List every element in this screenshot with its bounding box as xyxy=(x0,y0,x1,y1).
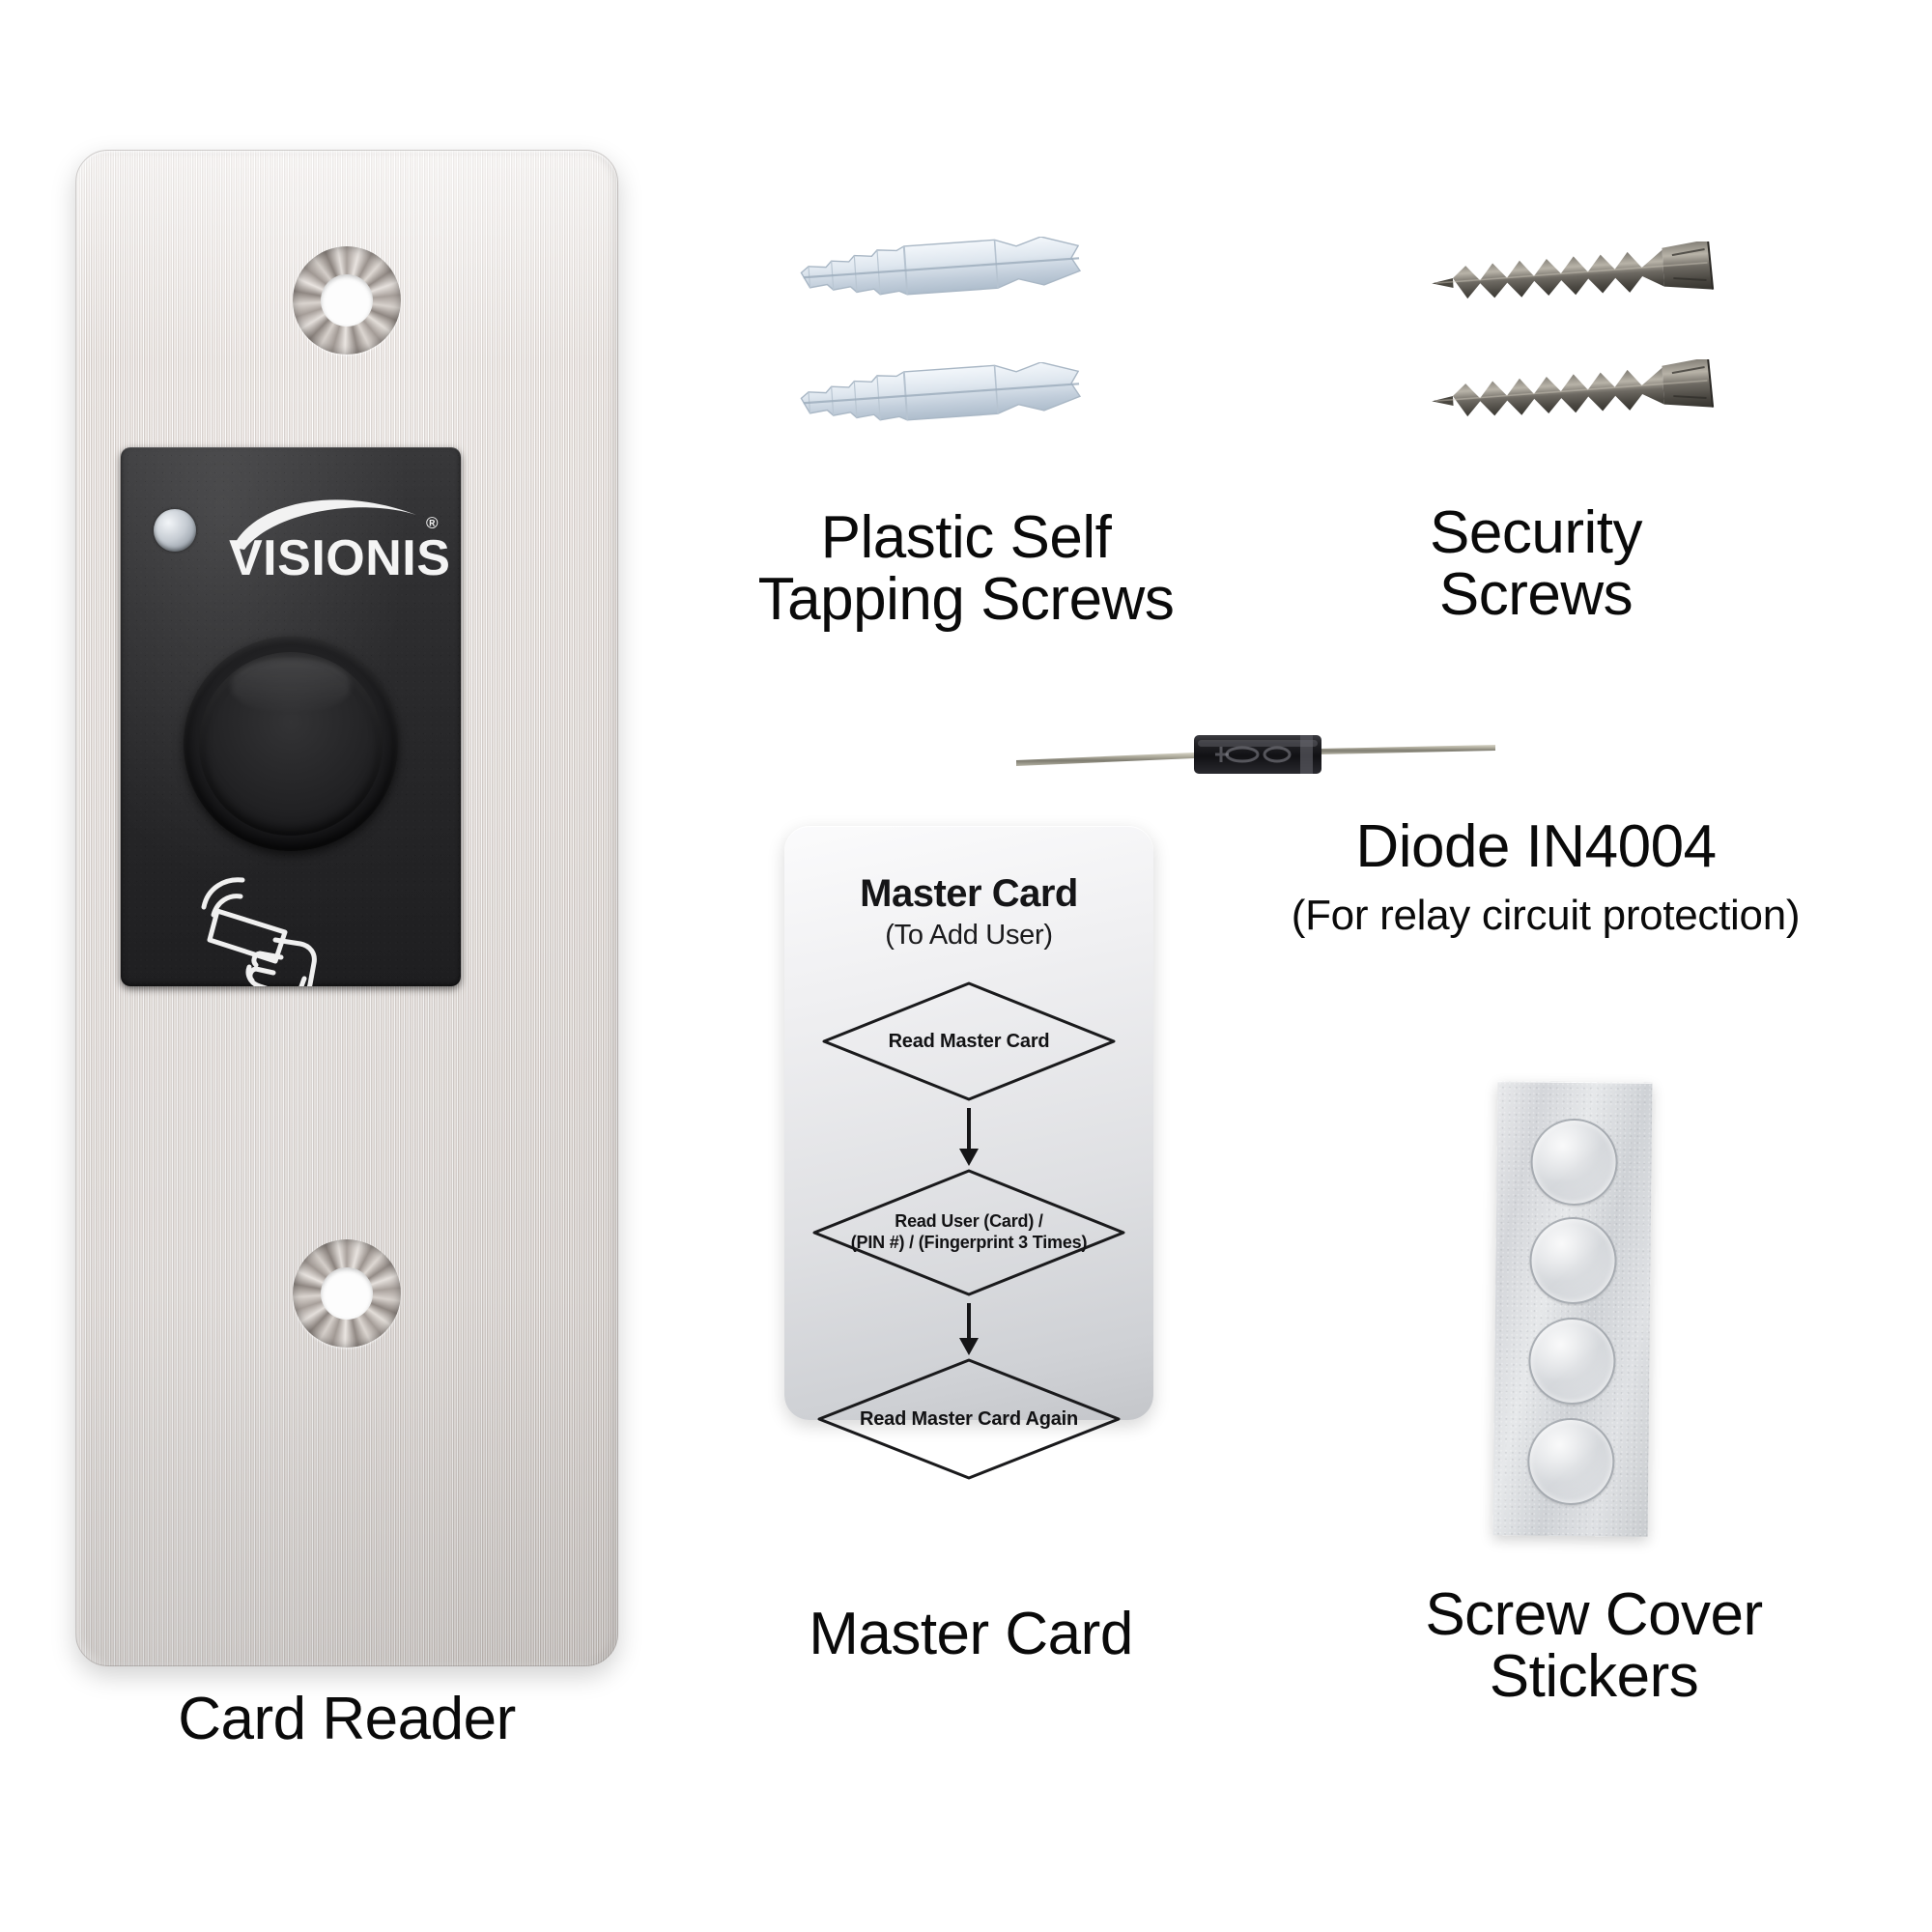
status-led-icon xyxy=(154,509,196,552)
rfid-card-tap-icon xyxy=(192,872,366,986)
flow-arrow-2 xyxy=(956,1303,981,1357)
visionis-logo: VISIONIS ® xyxy=(227,490,449,582)
card-reader-label: Card Reader xyxy=(178,1686,516,1752)
master-card-label: Master Card xyxy=(809,1601,1133,1667)
sticker-dot-2 xyxy=(1529,1216,1617,1305)
screw-cover-stickers-item xyxy=(1492,1081,1653,1537)
flow-step-1-label: Read Master Card xyxy=(888,1030,1050,1052)
diode-sublabel: (For relay circuit protection) xyxy=(1291,892,1801,939)
plastic-anchor-2 xyxy=(790,362,1128,440)
svg-text:®: ® xyxy=(426,514,439,532)
master-card-item: Master Card (To Add User) Read Master Ca… xyxy=(784,826,1153,1480)
security-screw-2 xyxy=(1420,359,1739,427)
sticker-dot-4 xyxy=(1526,1417,1615,1506)
diode-label: Diode IN4004 xyxy=(1355,813,1717,880)
sticker-dot-3 xyxy=(1527,1317,1616,1406)
plastic-anchors-label: Plastic Self Tapping Screws xyxy=(757,504,1175,634)
card-reader-unit: VISIONIS ® xyxy=(75,150,618,1666)
plastic-anchor-1 xyxy=(790,237,1128,314)
exit-button[interactable] xyxy=(184,637,398,851)
flow-step-2-label: Read User (Card) / (PIN #) / (Fingerprin… xyxy=(850,1211,1088,1252)
svg-text:VISIONIS: VISIONIS xyxy=(229,530,449,582)
sticker-dot-1 xyxy=(1530,1118,1619,1207)
mounting-hole-top-icon xyxy=(293,246,401,355)
diode-component xyxy=(1014,710,1497,797)
flow-step-3-label: Read Master Card Again xyxy=(859,1407,1079,1430)
flow-step-3: Read Master Card Again xyxy=(810,1355,1128,1483)
master-card-subtitle: (To Add User) xyxy=(885,920,1053,951)
security-screw-1 xyxy=(1420,242,1739,309)
flow-arrow-1 xyxy=(956,1108,981,1168)
reader-module: VISIONIS ® xyxy=(121,447,461,986)
master-card-title: Master Card xyxy=(860,872,1078,915)
security-screws-label: Security Screws xyxy=(1430,499,1642,629)
flow-step-1: Read Master Card xyxy=(814,979,1123,1104)
flow-step-2: Read User (Card) / (PIN #) / (Fingerprin… xyxy=(805,1166,1133,1299)
mounting-hole-bottom-icon xyxy=(293,1239,401,1348)
screw-stickers-label: Screw Cover Stickers xyxy=(1425,1581,1763,1711)
